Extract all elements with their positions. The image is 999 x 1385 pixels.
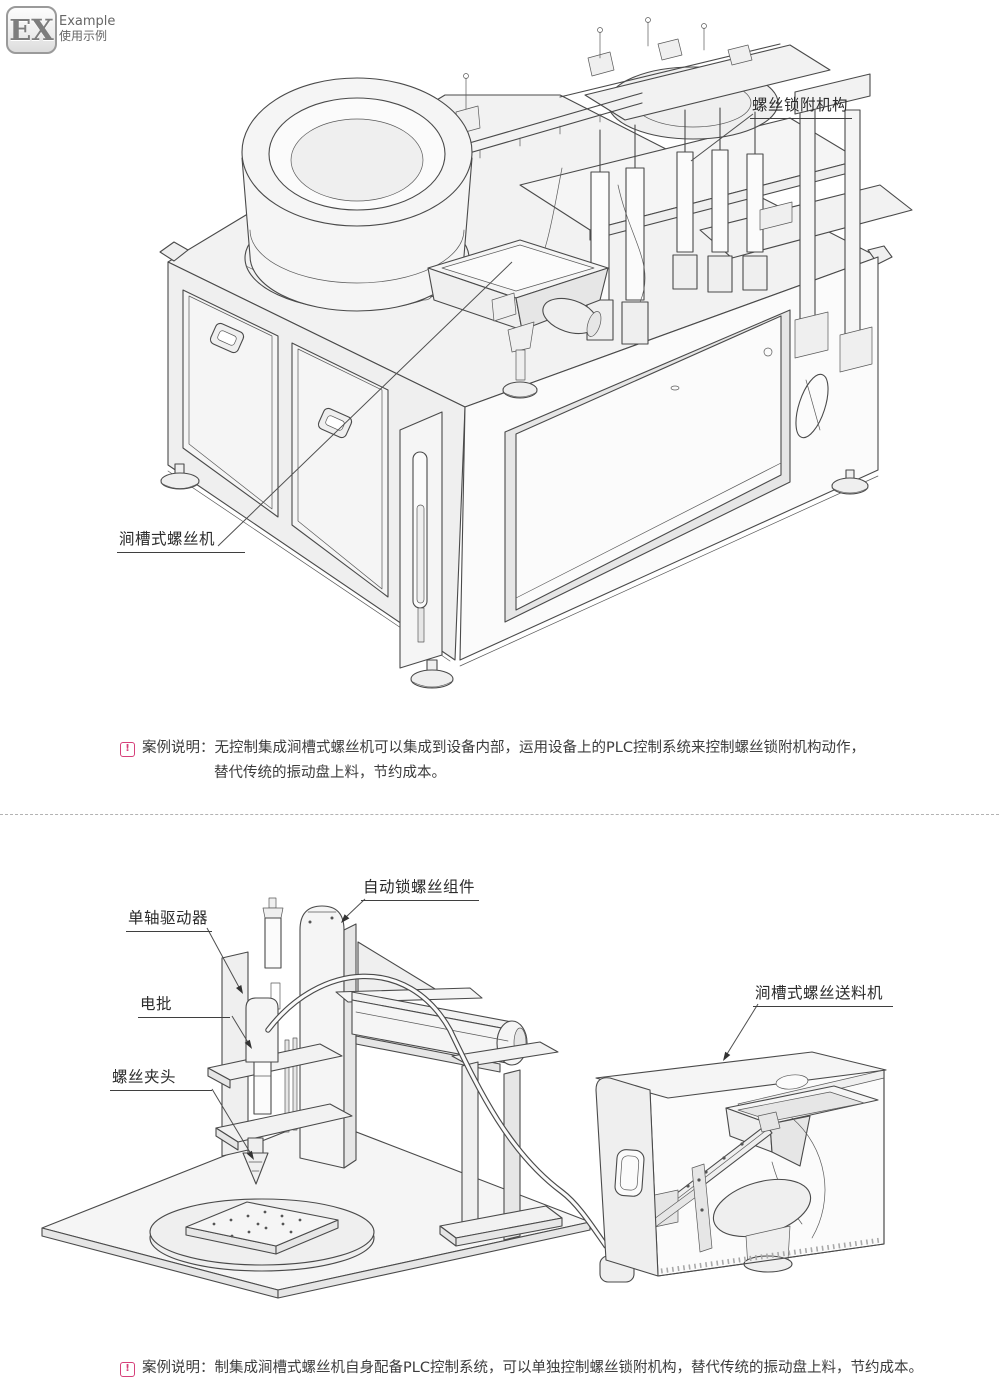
ex-subtitle: Example 使用示例 xyxy=(59,14,115,44)
case-note-prefix: 案例说明： xyxy=(142,1360,215,1376)
feeder-drum xyxy=(692,1164,817,1272)
electric-screwdriver xyxy=(246,998,278,1114)
label-single-axis-driver: 单轴驱动器 xyxy=(126,906,213,932)
ex-logo: EX xyxy=(6,6,57,54)
ex-logo-text: EX xyxy=(9,13,54,47)
support-pillar xyxy=(440,1042,562,1246)
vibration-motor xyxy=(538,292,603,340)
hopper-unit xyxy=(428,240,608,398)
case-note-prefix: 案例说明： xyxy=(142,740,215,756)
door-handle xyxy=(317,407,353,439)
z-axis-column xyxy=(208,898,482,1168)
label-trough-screw-feeder: 涧槽式螺丝送料机 xyxy=(753,981,893,1007)
leveling-foot xyxy=(411,660,453,688)
feed-tube xyxy=(618,185,645,302)
support-frame xyxy=(760,74,872,372)
note-icon: ! xyxy=(120,1362,135,1377)
cabinet-window xyxy=(505,310,790,622)
case-note-line1: 无控制集成涧槽式螺丝机可以集成到设备内部，运用设备上的PLC控制系统来控制螺丝锁… xyxy=(214,740,865,756)
label-screw-lock-mechanism: 螺丝锁附机构 xyxy=(750,93,853,119)
pneumatic-fittings xyxy=(588,18,752,77)
cabinet-door-left xyxy=(183,290,278,517)
case-note-line1: 制集成涧槽式螺丝机自身配备PLC控制系统，可以单独控制螺丝锁附机构，替代传统的振… xyxy=(214,1360,923,1376)
leveling-foot xyxy=(832,470,868,494)
lead-screw-motor xyxy=(263,898,283,1009)
workpiece-plate xyxy=(186,1202,338,1254)
case-note-1-text: 案例说明：无控制集成涧槽式螺丝机可以集成到设备内部，运用设备上的PLC控制系统来… xyxy=(142,736,865,786)
case-note-1: ! 案例说明：无控制集成涧槽式螺丝机可以集成到设备内部，运用设备上的PLC控制系… xyxy=(120,736,990,786)
case-note-2: ! 案例说明：制集成涧槽式螺丝机自身配备PLC控制系统，可以单独控制螺丝锁附机构… xyxy=(120,1356,990,1381)
rotary-table xyxy=(150,1199,374,1271)
label-screw-chuck: 螺丝夹头 xyxy=(110,1065,212,1091)
bottom-robot-illustration xyxy=(42,898,886,1298)
ex-subtitle-en: Example xyxy=(59,14,116,29)
leader-line-mechanism xyxy=(691,114,753,161)
ex-subtitle-cn: 使用示例 xyxy=(59,29,108,43)
label-electric-screwdriver: 电批 xyxy=(138,992,230,1018)
feed-tube xyxy=(268,976,606,1246)
feeder-rail xyxy=(650,1112,780,1228)
door-handle xyxy=(209,322,245,354)
pneumatic-cylinders xyxy=(587,108,767,344)
cabinet-door-right xyxy=(292,343,388,597)
guard-arc xyxy=(792,1118,825,1238)
note-icon: ! xyxy=(120,742,135,757)
screw-chuck xyxy=(216,1104,352,1184)
case-note-line2: 替代传统的振动盘上料，节约成本。 xyxy=(214,765,446,781)
screw-lock-mechanism xyxy=(452,18,912,373)
bowl-feeder xyxy=(242,78,472,311)
side-small-hole xyxy=(764,348,772,356)
feeder-bottom-rim xyxy=(658,1240,884,1276)
case-note-2-text: 案例说明：制集成涧槽式螺丝机自身配备PLC控制系统，可以单独控制螺丝锁附机构，替… xyxy=(142,1356,923,1381)
side-oval-hole xyxy=(789,371,834,442)
label-trough-screw-machine: 涧槽式螺丝机 xyxy=(117,527,245,553)
leader-line-machine xyxy=(218,262,512,546)
leveling-foot xyxy=(161,464,199,489)
leader-lines xyxy=(207,899,758,1160)
top-machine-illustration xyxy=(160,18,912,689)
front-corner-post xyxy=(400,412,442,668)
label-auto-screw-unit: 自动锁螺丝组件 xyxy=(361,875,480,901)
dashed-divider xyxy=(0,814,999,815)
feeder-box xyxy=(596,1052,886,1282)
